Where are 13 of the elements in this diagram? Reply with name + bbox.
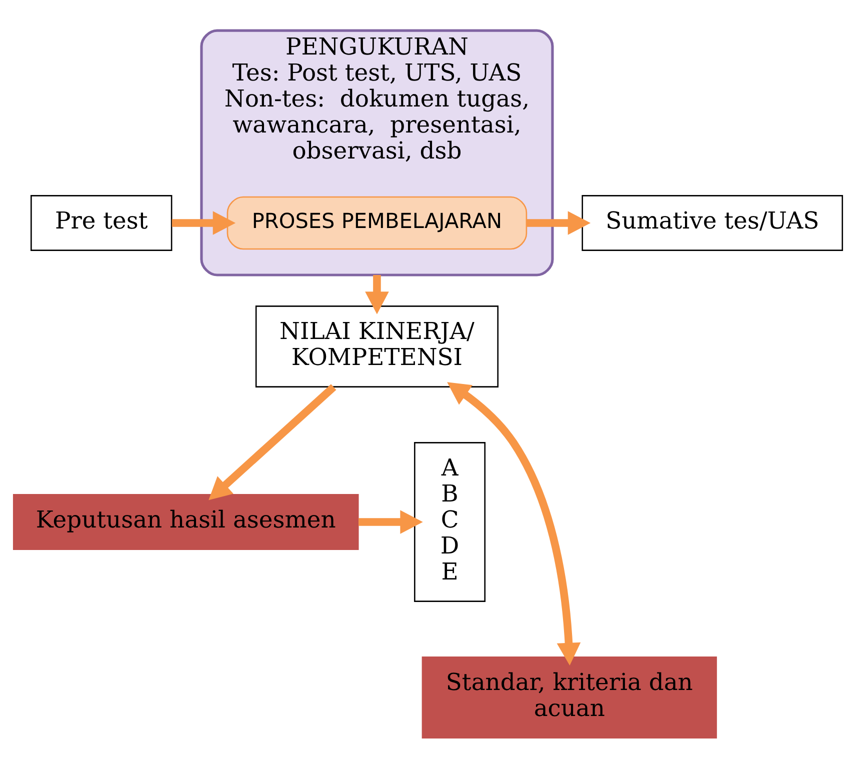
- arrow: [526, 210, 591, 234]
- arrow: [208, 384, 336, 500]
- arrow: [365, 274, 389, 314]
- arrow: [172, 210, 236, 234]
- arrow: [447, 382, 581, 666]
- node-box: A B C D E: [414, 442, 486, 602]
- node-box: Sumative tes/UAS: [582, 194, 844, 250]
- node-box: Keputusan hasil asesmen: [12, 494, 359, 550]
- node-box: Pre test: [30, 194, 172, 250]
- node-box: PROSES PEMBELAJARAN: [226, 196, 528, 250]
- node-box: NILAI KINERJA/ KOMPETENSI: [255, 305, 499, 387]
- node-box: Standar, kriteria dan acuan: [422, 656, 717, 738]
- arrow: [358, 510, 423, 534]
